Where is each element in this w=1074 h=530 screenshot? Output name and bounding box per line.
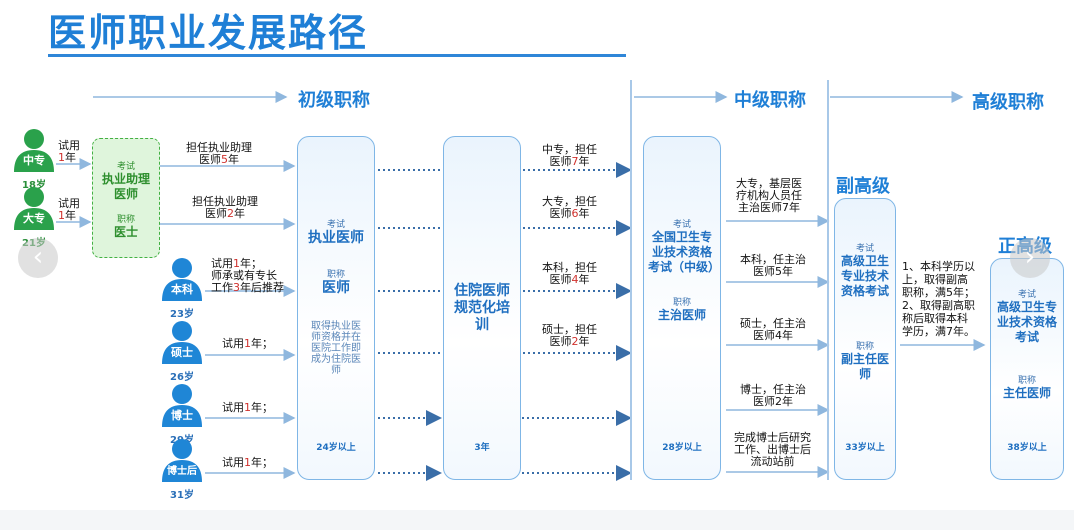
residency-training-box: 住院医师规范化培训 3年	[443, 136, 521, 480]
separator-middle	[630, 80, 632, 480]
assist-path-1: 担任执业助理 医师5年	[186, 141, 252, 166]
separator-senior	[827, 80, 829, 480]
next-slide-button[interactable]: ›	[1010, 238, 1050, 278]
trial-doctor: 试用1年；	[222, 401, 273, 414]
assist-path-2: 担任执业助理 医师2年	[192, 195, 258, 220]
vice-path-master: 硕士，任主治 医师4年	[740, 317, 806, 342]
person-postdoc: 博士后 31岁	[160, 438, 204, 501]
section-vice-senior: 副高级	[836, 176, 890, 197]
trial-secondary: 试用 1年	[58, 139, 80, 164]
person-doctor: 博士 29岁	[160, 383, 204, 446]
chief-conditions: 1、本科学历以 上，取得副高 职称，满5年； 2、取得副高职 称后取得本科 学历…	[902, 260, 975, 338]
person-icon	[162, 321, 202, 364]
chevron-left-icon: ‹	[32, 242, 44, 272]
mid-path-master: 硕士，担任 医师2年	[542, 323, 597, 348]
prev-slide-button[interactable]: ‹	[18, 238, 58, 278]
attending-physician-box: 考试 全国卫生专业技术资格考试（中级） 职称 主治医师 28岁以上	[643, 136, 721, 480]
trial-college: 试用 1年	[58, 197, 80, 222]
person-icon	[162, 439, 202, 482]
chief-physician-box: 考试 高级卫生专业技术资格考试 职称 主任医师 38岁以上	[990, 258, 1064, 480]
physician-box: 考试 执业医师 职称 医师 取得执业医师资格并在医院工作即成为住院医师 24岁以…	[297, 136, 375, 480]
person-icon	[14, 129, 54, 172]
vice-path-doctor: 博士，任主治 医师2年	[740, 383, 806, 408]
vice-path-bachelor: 本科，任主治 医师5年	[740, 253, 806, 278]
person-icon	[14, 187, 54, 230]
person-master: 硕士 26岁	[160, 320, 204, 383]
bottom-strip	[0, 510, 1074, 530]
trial-postdoc: 试用1年；	[222, 456, 273, 469]
page-title: 医师职业发展路径	[48, 11, 369, 55]
chevron-right-icon: ›	[1024, 242, 1036, 272]
mid-path-bachelor: 本科，担任 医师4年	[542, 261, 597, 286]
section-middle: 中级职称	[734, 90, 806, 111]
vice-chief-box: 考试 高级卫生专业技术资格考试 职称 副主任医师 33岁以上	[834, 198, 896, 480]
section-junior: 初级职称	[298, 90, 370, 111]
section-senior: 高级职称	[972, 92, 1044, 113]
person-secondary: 中专 18岁	[12, 128, 56, 191]
assistant-physician-box: 考试 执业助理医师 职称 医士	[92, 138, 160, 258]
vice-path-postdoc: 完成博士后研究 工作、出博士后 流动站前	[734, 431, 811, 468]
person-bachelor: 本科 23岁	[160, 257, 204, 320]
trial-master: 试用1年；	[222, 337, 273, 350]
mid-path-college: 大专，担任 医师6年	[542, 195, 597, 220]
person-icon	[162, 384, 202, 427]
mid-path-secondary: 中专，担任 医师7年	[542, 143, 597, 168]
person-icon	[162, 258, 202, 301]
bachelor-path-text: 试用1年； 师承或有专长 工作3年后推荐	[211, 257, 284, 294]
title-underline	[48, 54, 626, 57]
vice-path-college: 大专，基层医 疗机构人员任 主治医师7年	[736, 177, 802, 214]
